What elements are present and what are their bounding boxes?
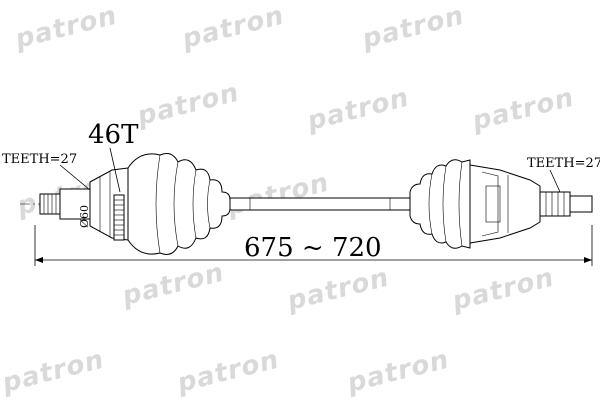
watermark: patron [303,83,412,137]
watermark: patron [343,345,452,399]
right-boot [409,159,471,249]
shaft [229,197,411,211]
abs-ring-leader [109,147,121,193]
left-spline-stub [39,188,91,220]
watermark: patron [358,1,467,55]
length-dimension [34,225,593,266]
diameter-label: Ø60 [78,205,91,228]
watermark: patron [468,83,577,137]
watermark: patron [283,263,392,317]
right-cv-joint [469,164,541,244]
watermark: patron [178,1,287,55]
watermark: patron [223,168,332,222]
teeth-left-label: TEETH=27 [2,152,77,167]
teeth-right-label: TEETH=27 [527,156,600,171]
watermark: patron [448,263,557,317]
watermark: patron [118,258,227,312]
watermark: patron [11,1,120,55]
watermark: patron [0,345,107,399]
watermark: patron [133,78,242,132]
teeth-right-leader [549,169,561,193]
abs-ring [113,194,125,241]
left-boot [127,153,231,255]
abs-ring-label: 46T [88,120,139,150]
teeth-left-leader [59,164,91,191]
right-spline-stub [539,191,593,217]
length-label: 675 ~ 720 [244,233,382,263]
watermark: patron [173,345,282,399]
